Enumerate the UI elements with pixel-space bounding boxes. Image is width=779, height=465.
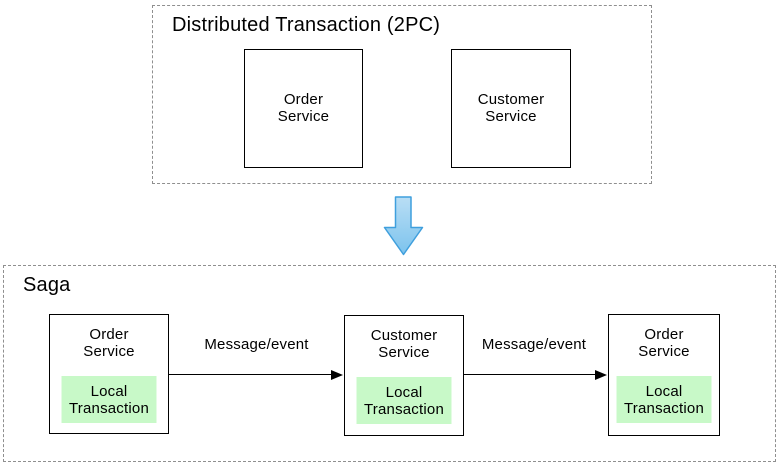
service-name-order: Order Service bbox=[638, 326, 690, 360]
local-transaction-box: Local Transaction bbox=[616, 376, 712, 423]
local-transaction-box: Local Transaction bbox=[61, 376, 157, 423]
message-arrow-line bbox=[464, 374, 596, 375]
group-title-saga: Saga bbox=[23, 274, 71, 296]
service-box-customer-2pc: Customer Service bbox=[451, 49, 571, 168]
service-box-order-saga-2: Order Service Local Transaction bbox=[608, 314, 720, 436]
local-transaction-label: Local Transaction bbox=[68, 382, 149, 417]
service-box-customer-saga: Customer Service Local Transaction bbox=[344, 315, 464, 436]
local-transaction-box: Local Transaction bbox=[356, 377, 452, 424]
service-box-order-2pc: Order Service bbox=[244, 49, 363, 168]
arrow-head-right-icon bbox=[331, 370, 343, 380]
service-box-order-saga-1: Order Service Local Transaction bbox=[49, 314, 169, 434]
arrow-head-right-icon bbox=[595, 370, 607, 380]
group-distributed-transaction-2pc: Distributed Transaction (2PC) Order Serv… bbox=[152, 5, 652, 184]
message-arrow-line bbox=[169, 374, 332, 375]
local-transaction-label: Local Transaction bbox=[363, 383, 444, 418]
service-name-order: Order Service bbox=[83, 326, 135, 360]
service-name-customer: Customer Service bbox=[477, 91, 545, 125]
group-saga: Saga Order Service Local Transaction Mes… bbox=[3, 265, 776, 462]
service-name-order: Order Service bbox=[277, 91, 330, 125]
message-event-label: Message/event bbox=[481, 336, 587, 353]
local-transaction-label: Local Transaction bbox=[623, 382, 704, 417]
group-title-2pc: Distributed Transaction (2PC) bbox=[172, 14, 441, 36]
down-arrow-icon bbox=[383, 196, 424, 256]
service-name-customer: Customer Service bbox=[370, 327, 438, 361]
message-event-label: Message/event bbox=[204, 336, 309, 353]
